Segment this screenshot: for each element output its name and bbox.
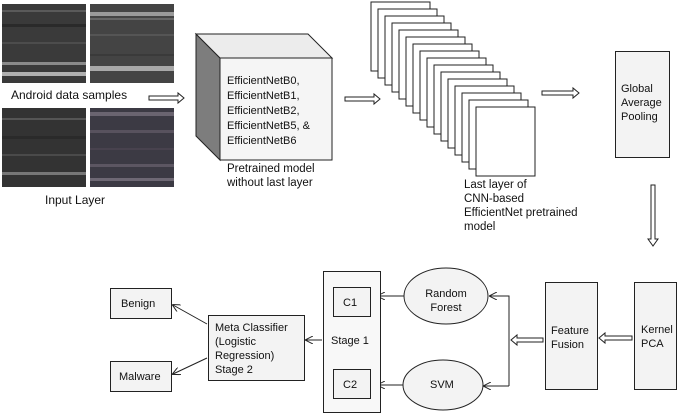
malware-output-box: Malware (110, 361, 172, 392)
meta-line: Meta Classifier (215, 322, 288, 334)
efficientnet-line: EfficientNetB5, & (227, 120, 310, 132)
block-arrow-fusion-to-stage1 (510, 333, 544, 347)
caption-line: model (464, 221, 496, 233)
caption-line: Last layer of (464, 179, 527, 191)
efficientnet-cube-front-face (219, 57, 333, 161)
rf-line: Random (425, 288, 467, 300)
meta-line: (Logistic (215, 336, 256, 348)
last-layer-caption: Last layer of CNN-based EfficientNet pre… (464, 178, 578, 234)
fusion-line: Fusion (551, 339, 585, 351)
svm-label: SVM (430, 379, 454, 391)
block-arrow-last-layer-to-gap (541, 86, 580, 100)
rf-line: Forest (430, 302, 462, 314)
caption-line: without last layer (227, 177, 313, 189)
random-forest-label: Random Forest (422, 287, 470, 315)
efficientnet-line: EfficientNetB6 (227, 135, 297, 147)
c2-box: C2 (333, 369, 371, 399)
gap-line: Average (621, 97, 662, 109)
meta-line: Regression) (215, 350, 275, 362)
last-layer-feature-map-stack (370, 1, 536, 177)
caption-line: CNN-based (464, 193, 525, 205)
android-sample-image-1 (2, 4, 86, 83)
kernel-pca-box: Kernel PCA (634, 282, 677, 390)
pretrained-model-caption: Pretrained model without last layer (227, 162, 315, 190)
input-layer-label: Input Layer (45, 193, 106, 207)
android-sample-image-4 (90, 108, 174, 187)
benign-label: Benign (121, 298, 156, 310)
caption-line: EfficientNet pretrained (464, 207, 578, 219)
efficientnet-line: EfficientNetB1, (227, 90, 300, 102)
c2-label: C2 (343, 379, 358, 391)
android-sample-image-2 (90, 4, 174, 83)
meta-line: Stage 2 (215, 364, 253, 376)
gap-line: Global (621, 83, 653, 95)
malware-label: Malware (119, 371, 161, 383)
kpca-line: Kernel (641, 324, 673, 336)
block-arrow-input-to-efficientnet (148, 91, 185, 105)
feature-fusion-box: Feature Fusion (545, 282, 598, 390)
stage-1-label: Stage 1 (331, 335, 369, 347)
caption-line: Pretrained model (227, 163, 315, 175)
line-fusion-to-rf (490, 296, 510, 386)
efficientnet-line: EfficientNetB2, (227, 105, 300, 117)
meta-classifier-box: Meta Classifier (Logistic Regression) St… (208, 315, 305, 381)
android-sample-image-3 (2, 108, 86, 187)
gap-line: Pooling (621, 111, 658, 123)
block-arrow-kpca-to-fusion (598, 331, 633, 345)
arrow-meta-to-malware (173, 357, 208, 374)
fusion-line: Feature (551, 325, 589, 337)
efficientnet-line: EfficientNetB0, (227, 75, 300, 87)
block-arrow-gap-to-kpca (647, 184, 659, 247)
android-data-samples-label: Android data samples (11, 88, 128, 102)
arrow-meta-to-benign (173, 305, 208, 325)
c1-label: C1 (343, 297, 358, 309)
global-average-pooling-box: Global Average Pooling (615, 51, 670, 158)
efficientnet-cube-top-face (194, 33, 334, 59)
benign-output-box: Benign (110, 288, 172, 319)
block-arrow-efficientnet-to-last-layer (344, 92, 381, 106)
efficientnet-model-list: EfficientNetB0, EfficientNetB1, Efficien… (227, 74, 310, 149)
kpca-line: PCA (641, 338, 664, 350)
c1-box: C1 (333, 287, 371, 317)
